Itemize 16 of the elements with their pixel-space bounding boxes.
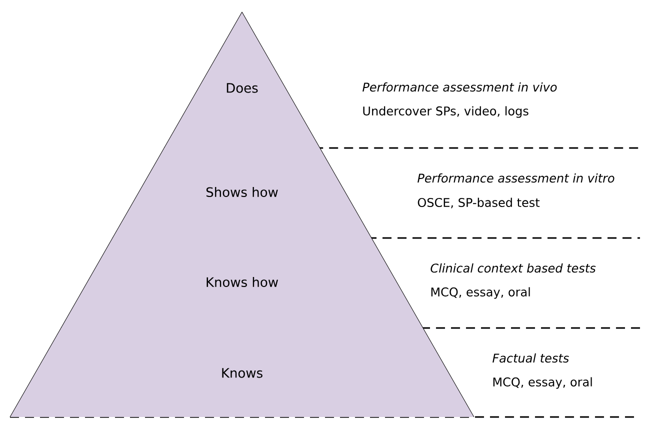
assessment-methods: MCQ, essay, oral xyxy=(431,287,530,299)
pyramid-level: Does xyxy=(164,12,320,148)
assessment-methods: OSCE, SP-based test xyxy=(418,198,540,208)
assessment-heading: Factual tests xyxy=(492,353,569,363)
assessment-heading: Clinical context based tests xyxy=(430,263,596,273)
pyramid-level: Knows xyxy=(10,328,474,418)
node-label: Knows how xyxy=(206,276,278,288)
assessment-methods: MCQ, essay, oral xyxy=(493,377,592,389)
node-label: Does xyxy=(226,83,258,93)
node-label: Knows xyxy=(222,368,262,378)
node-label: Shows how xyxy=(206,186,278,198)
assessment-heading: Performance assessment in vivo xyxy=(362,82,557,92)
assessment-methods: Undercover SPs, video, logs xyxy=(363,106,528,118)
pyramid-level: Shows how xyxy=(112,148,372,238)
assessment-heading: Performance assessment in vitro xyxy=(418,173,614,183)
pyramid-level: Knows how xyxy=(60,238,424,328)
